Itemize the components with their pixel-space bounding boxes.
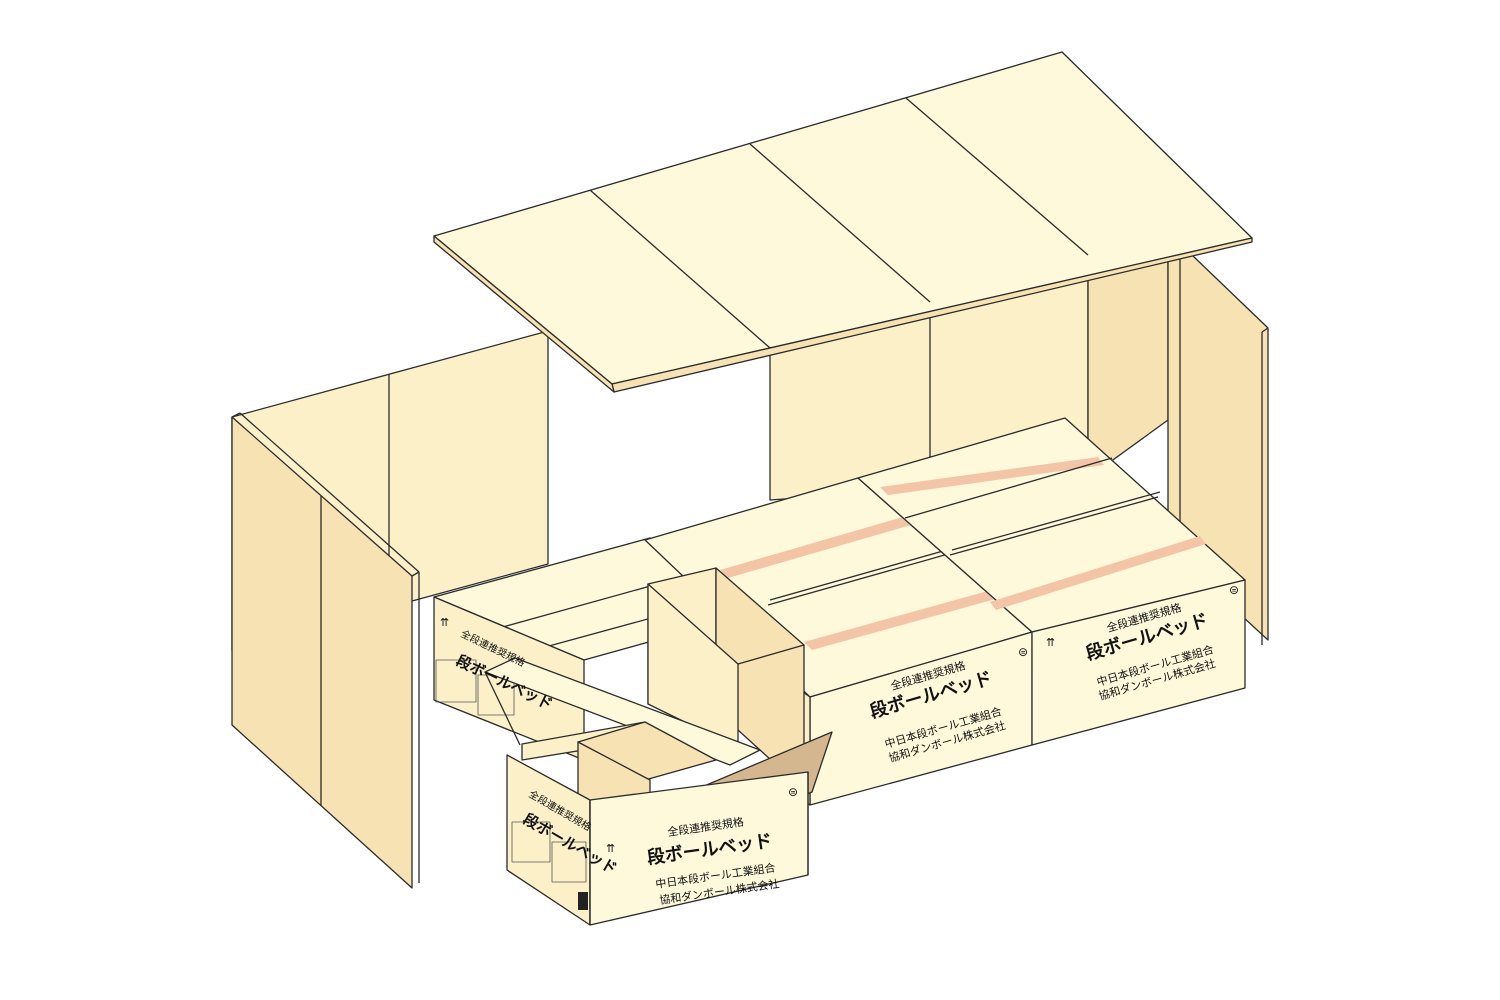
this-side-up-icon: ⇈	[1046, 636, 1055, 649]
recycle-mark-icon: ⊜	[788, 785, 798, 799]
handling-pictograms-front	[511, 821, 587, 883]
box-back-right	[857, 417, 1246, 746]
this-side-up-icon: ⇈	[606, 842, 615, 855]
recycle-mark-icon: ⊜	[1018, 645, 1028, 659]
recycle-mark-icon: ⊜	[1229, 583, 1239, 597]
top-lid-panel	[433, 51, 1253, 393]
box-front-open	[484, 657, 833, 926]
this-side-up-icon: ⇈	[440, 616, 449, 629]
left-end-partition-panel	[231, 330, 549, 889]
qr-code-icon	[578, 892, 588, 910]
upright-divider-insert	[647, 567, 805, 791]
